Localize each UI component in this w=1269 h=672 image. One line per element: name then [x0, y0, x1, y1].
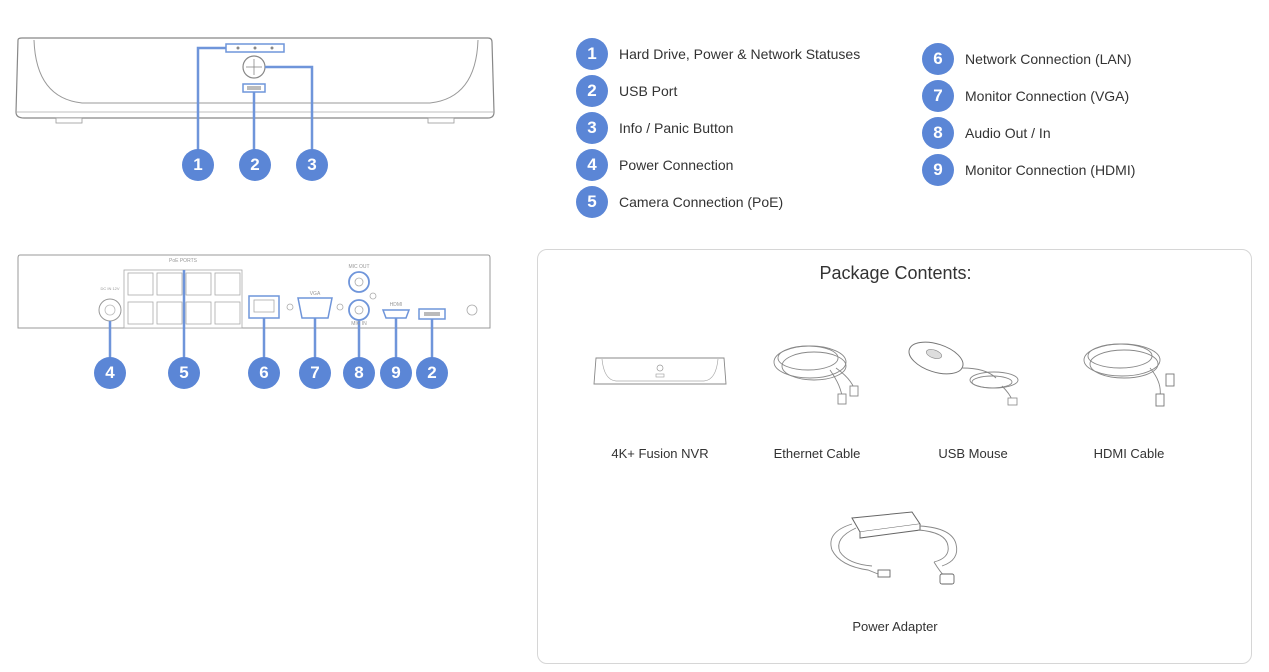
package-item-label: 4K+ Fusion NVR — [611, 446, 709, 461]
legend-label: Info / Panic Button — [619, 120, 734, 136]
legend-badge: 7 — [922, 80, 954, 112]
callout-badge: 6 — [248, 357, 280, 389]
callout-badge: 2 — [416, 357, 448, 389]
legend-item: 4 Power Connection — [576, 148, 733, 182]
rear-label-mic-out: MIC OUT — [348, 264, 370, 270]
legend-label: Power Connection — [619, 157, 734, 173]
power-adapter-icon — [830, 511, 958, 585]
package-item-label: HDMI Cable — [1093, 446, 1165, 461]
callout-badge: 7 — [299, 357, 331, 389]
hdmi-cable-icon — [1083, 343, 1175, 407]
rear-label-dc-in: DC IN 12V — [100, 286, 120, 291]
legend-label: Camera Connection (PoE) — [619, 194, 784, 210]
legend-label: Monitor Connection (HDMI) — [965, 162, 1136, 178]
callout-badge: 3 — [296, 149, 328, 181]
legend-badge: 9 — [922, 154, 954, 186]
callout-badge: 5 — [168, 357, 200, 389]
legend-badge: 3 — [576, 112, 608, 144]
package-item-label: USB Mouse — [938, 446, 1008, 461]
rear-label-hdmi: HDMI — [389, 302, 403, 308]
legend-item: 7 Monitor Connection (VGA) — [922, 79, 1129, 113]
callout-badge: 1 — [182, 149, 214, 181]
legend-label: Monitor Connection (VGA) — [965, 88, 1130, 104]
callout-badge: 4 — [94, 357, 126, 389]
rear-label-mic-in: MIC IN — [351, 321, 367, 327]
callout-badge: 2 — [239, 149, 271, 181]
ethernet-cable-icon — [773, 345, 859, 405]
nvr-front-diagram — [15, 37, 495, 152]
legend-badge: 4 — [576, 149, 608, 181]
legend-badge: 8 — [922, 117, 954, 149]
legend-badge: 5 — [576, 186, 608, 218]
callout-badge: 8 — [343, 357, 375, 389]
nvr-icon — [593, 357, 727, 385]
legend-label: Network Connection (LAN) — [965, 51, 1132, 67]
rear-label-vga: VGA — [309, 291, 321, 297]
legend-badge: 6 — [922, 43, 954, 75]
legend-badge: 1 — [576, 38, 608, 70]
legend-item: 9 Monitor Connection (HDMI) — [922, 153, 1135, 187]
usb-mouse-icon — [908, 341, 1019, 406]
package-item-label: Power Adapter — [852, 619, 938, 634]
package-item-label: Ethernet Cable — [773, 446, 861, 461]
legend-badge: 2 — [576, 75, 608, 107]
rear-label-poe-ports: PoE PORTS — [169, 258, 197, 264]
legend-label: USB Port — [619, 83, 678, 99]
package-contents-panel: Package Contents: 4K+ Fusion NVR Etherne… — [537, 249, 1252, 664]
legend-item: 6 Network Connection (LAN) — [922, 42, 1132, 76]
legend-item: 1 Hard Drive, Power & Network Statuses — [576, 37, 860, 71]
legend-item: 2 USB Port — [576, 74, 677, 108]
package-title: Package Contents: — [819, 263, 972, 283]
callout-badge: 9 — [380, 357, 412, 389]
legend-item: 5 Camera Connection (PoE) — [576, 185, 783, 219]
nvr-rear-diagram — [17, 254, 491, 358]
legend-label: Audio Out / In — [965, 125, 1051, 141]
legend-item: 3 Info / Panic Button — [576, 111, 733, 145]
legend-item: 8 Audio Out / In — [922, 116, 1051, 150]
legend-label: Hard Drive, Power & Network Statuses — [619, 46, 861, 62]
